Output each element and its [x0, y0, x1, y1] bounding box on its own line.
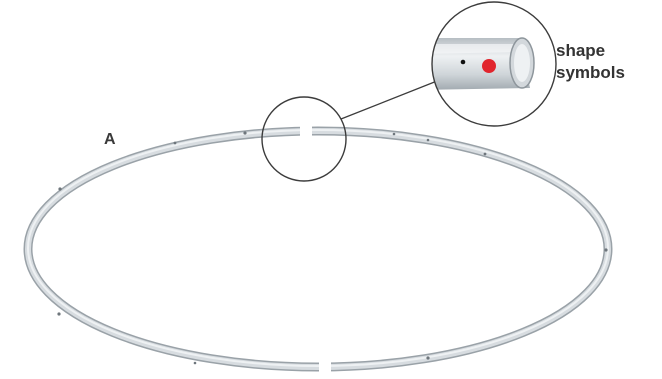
zoom-detail — [431, 1, 557, 127]
callout-leader-line — [340, 80, 438, 120]
black-hole-symbol — [460, 59, 466, 65]
magnifier-circle — [261, 96, 347, 182]
joint-marks — [57, 131, 608, 365]
tube-ring — [23, 126, 613, 372]
callout-label: shape symbols — [556, 41, 625, 82]
part-label-a: A — [104, 131, 116, 148]
ring-gap-top — [300, 124, 312, 138]
ring-gap-bottom — [319, 360, 331, 374]
red-dot-symbol — [482, 59, 496, 73]
